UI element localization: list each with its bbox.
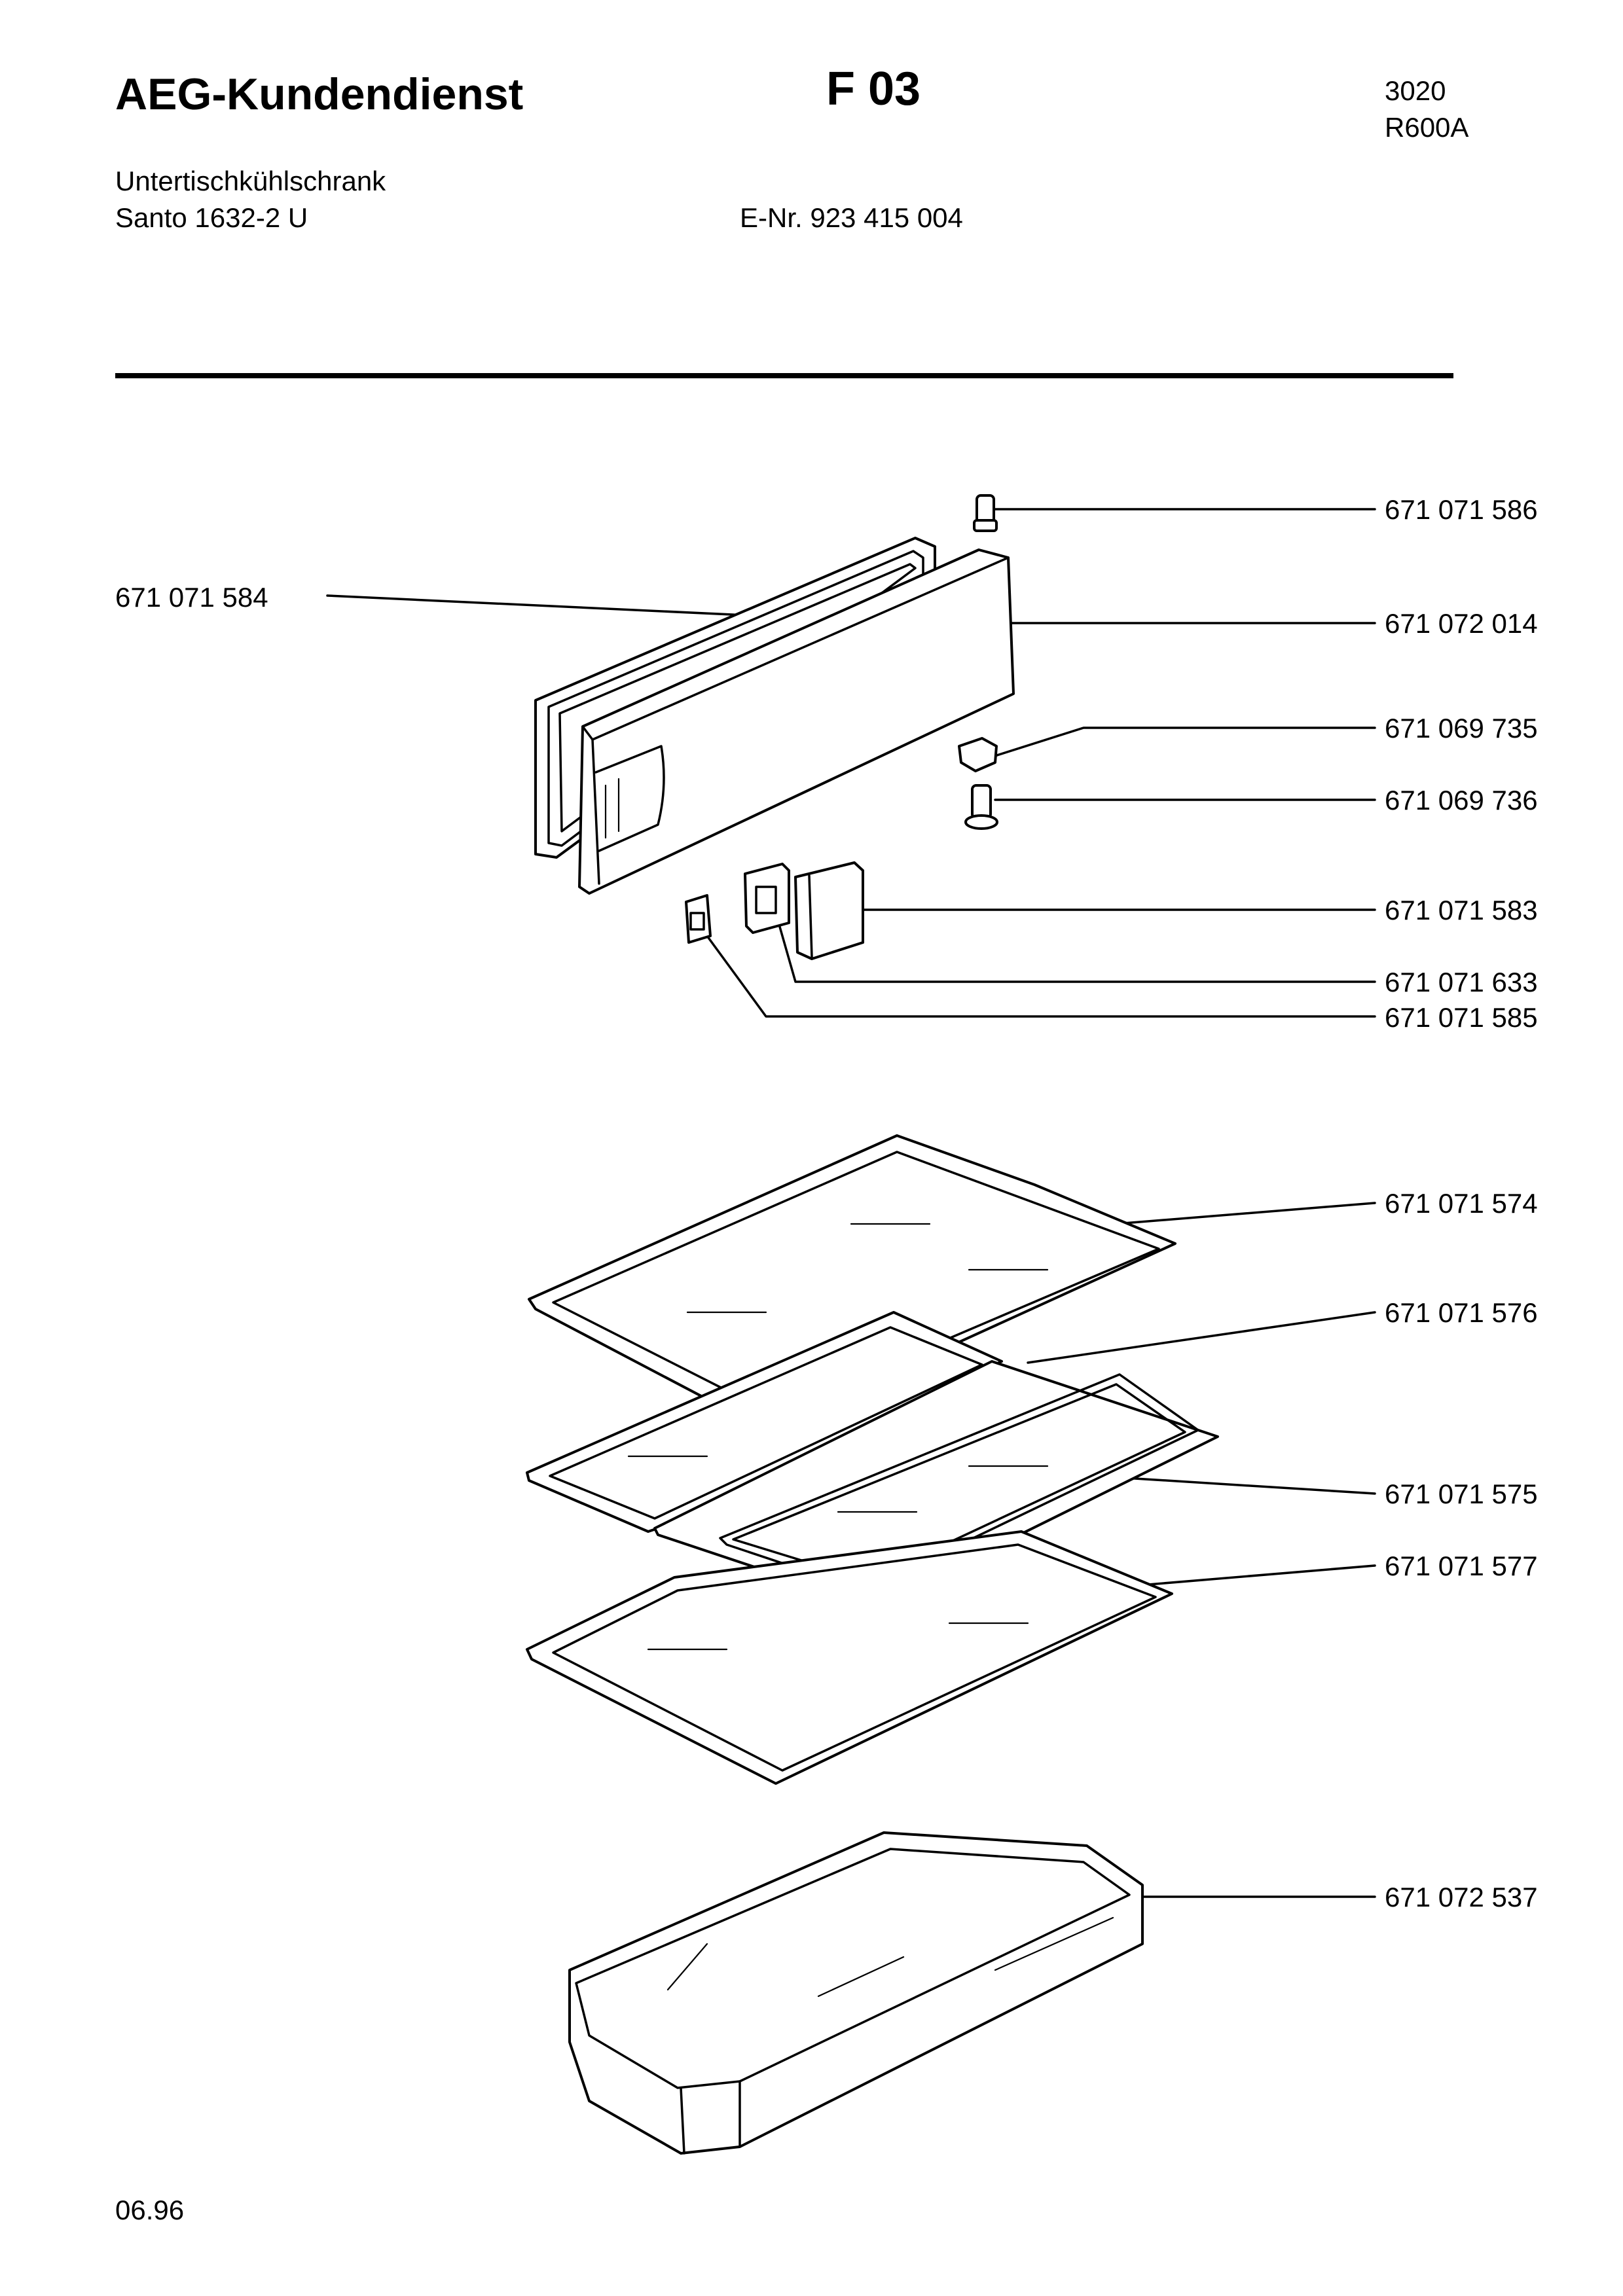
part-number-583: 671 071 583 (1385, 895, 1538, 925)
crisper-drawer-part (568, 1831, 1144, 2155)
pin-part (973, 494, 998, 532)
product-number: E-Nr. 923 415 004 (740, 202, 963, 233)
part-number-577: 671 071 577 (1385, 1551, 1538, 1581)
part-number-537: 671 072 537 (1385, 1882, 1538, 1912)
part-number-574: 671 071 574 (1385, 1188, 1538, 1219)
leader-lines (326, 508, 1376, 1898)
part-number-575: 671 071 575 (1385, 1479, 1538, 1509)
part-number-584: 671 071 584 (115, 582, 268, 613)
sheet-number: F 03 (826, 63, 921, 115)
header-rule (115, 373, 1453, 378)
refrigerant-label: R600A (1385, 112, 1469, 143)
issue-date: 06.96 (115, 2195, 185, 2225)
model-code: 3020 (1385, 75, 1446, 106)
door-panel-part (578, 548, 1015, 895)
bottom-shelf-part (526, 1530, 1173, 1785)
part-number-576: 671 071 576 (1385, 1297, 1538, 1328)
part-number-735: 671 069 735 (1385, 713, 1538, 744)
appliance-type: Untertischkühlschrank (115, 166, 386, 196)
part-number-736: 671 069 736 (1385, 785, 1538, 816)
part-number-633: 671 071 633 (1385, 967, 1538, 997)
glass-shelf-part (653, 1360, 1219, 1608)
shelf-part (528, 1134, 1176, 1431)
part-number-585: 671 071 585 (1385, 1002, 1538, 1033)
brand-title: AEG-Kundendienst (115, 69, 524, 119)
model-name: Santo 1632-2 U (115, 202, 308, 233)
handle-parts (685, 861, 864, 960)
part-number-014: 671 072 014 (1385, 608, 1538, 639)
part-number-586: 671 071 586 (1385, 494, 1538, 525)
hinge-parts (958, 737, 998, 830)
